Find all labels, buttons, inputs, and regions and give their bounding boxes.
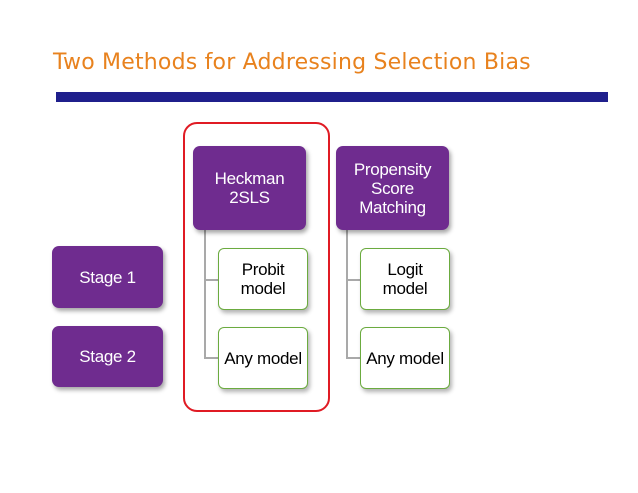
propensity-stage2-box: Any model xyxy=(360,327,450,389)
heckman-highlight-outline xyxy=(183,122,330,412)
propensity-header-line-3: Matching xyxy=(359,197,426,217)
title-underline-bar xyxy=(56,92,608,102)
propensity-connector-stage1 xyxy=(346,279,360,281)
heckman-header-line-2: 2SLS xyxy=(229,188,270,207)
propensity-header-line-1: Propensity xyxy=(353,159,432,179)
propensity-score-matching-box: Propensity Score Matching xyxy=(336,146,449,230)
heckman-stage2-box: Any model xyxy=(218,327,308,389)
propensity-stage1-box: Logit model xyxy=(360,248,450,310)
stage-2-label: Stage 2 xyxy=(79,347,136,366)
heckman-connector-vertical xyxy=(204,230,206,358)
stage-1-box: Stage 1 xyxy=(52,246,163,308)
slide-title: Two Methods for Addressing Selection Bia… xyxy=(53,50,531,75)
stage-1-label: Stage 1 xyxy=(79,267,136,287)
heckman-stage2-line-1: Any model xyxy=(224,348,302,368)
heckman-connector-stage2 xyxy=(204,357,218,359)
heckman-stage1-box: Probit model xyxy=(218,248,308,310)
propensity-stage1-line-1: Logit xyxy=(387,260,423,279)
heckman-header-line-1: Heckman xyxy=(214,169,285,188)
propensity-stage1-line-2: model xyxy=(382,279,428,298)
heckman-connector-stage1 xyxy=(204,279,218,281)
stage-2-box: Stage 2 xyxy=(52,326,163,387)
propensity-connector-vertical xyxy=(346,230,348,358)
propensity-header-line-2: Score xyxy=(371,178,414,198)
propensity-connector-stage2 xyxy=(346,357,360,359)
heckman-2sls-box: Heckman 2SLS xyxy=(193,146,306,230)
heckman-stage1-line-1: Probit xyxy=(241,260,285,279)
heckman-stage1-line-2: model xyxy=(240,279,286,298)
propensity-stage2-line-1: Any model xyxy=(366,348,444,368)
